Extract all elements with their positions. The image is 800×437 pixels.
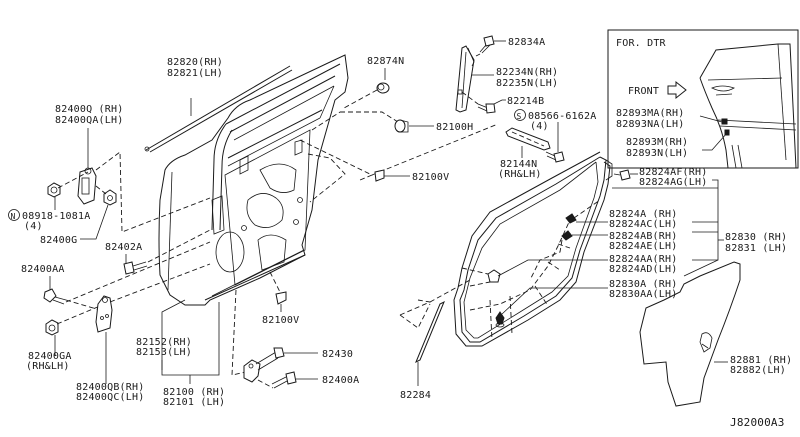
inset-part-2-marker bbox=[724, 129, 730, 136]
label-82144n: 82144N bbox=[500, 159, 537, 170]
screw-82834a-part bbox=[479, 35, 495, 54]
bolt-82400aa-part bbox=[43, 288, 67, 305]
label-82400a: 82400A bbox=[322, 375, 359, 386]
label-82400qc: 82400QC(LH) bbox=[76, 392, 144, 403]
inset-part-2-lh: 82893N(LH) bbox=[626, 148, 688, 159]
trim-82144n-part bbox=[505, 127, 551, 151]
front-arrow-icon bbox=[667, 80, 687, 100]
plug-82100v-mid-part bbox=[374, 169, 385, 182]
inset-part-2-rh: 82893M(RH) bbox=[626, 137, 688, 148]
nut-08918-part bbox=[47, 182, 61, 198]
label-82100: 82100 (RH) bbox=[163, 387, 225, 398]
label-82152: 82152(RH) bbox=[136, 337, 192, 348]
label-82824a: 82824A (RH) bbox=[609, 209, 677, 220]
bolt-82402a-part bbox=[123, 261, 148, 275]
clip-82824ab-part bbox=[561, 230, 573, 241]
weatherstrip-82830-part bbox=[453, 151, 613, 347]
label-82881: 82881 (RH) bbox=[730, 355, 792, 366]
inset-title: FOR. DTR bbox=[616, 38, 667, 49]
label-82402a: 82402A bbox=[105, 242, 142, 253]
rear-door-panel-drawing bbox=[158, 54, 349, 306]
label-82882: 82882(LH) bbox=[730, 365, 786, 376]
label-82400ga-side: (RH&LH) bbox=[26, 361, 70, 372]
label-82824aa: 82824AA(RH) bbox=[609, 254, 677, 265]
label-82400qb: 82400QB(RH) bbox=[76, 382, 144, 393]
label-08566-6162a: 08566-6162A bbox=[528, 111, 596, 122]
n-symbol-icon bbox=[8, 209, 20, 221]
label-82100v-mid: 82100V bbox=[412, 172, 449, 183]
lower-hinge-part bbox=[95, 295, 113, 333]
clip-82824a-part bbox=[565, 213, 577, 224]
label-82874n: 82874N bbox=[367, 56, 404, 67]
label-82400g: 82400G bbox=[40, 235, 77, 246]
label-82824af: 82824AF(RH) bbox=[639, 167, 707, 178]
inset-part-1-marker bbox=[721, 118, 728, 125]
label-82144n-side: (RH&LH) bbox=[498, 169, 542, 180]
inset-part-1-lh: 82893NA(LH) bbox=[616, 119, 684, 130]
grommet-82874n-part bbox=[376, 82, 390, 94]
label-82821: 82821(LH) bbox=[167, 68, 223, 79]
label-82834a: 82834A bbox=[508, 37, 545, 48]
upper-hinge-part bbox=[77, 167, 97, 205]
inset-frame bbox=[607, 29, 799, 169]
label-82830a: 82830A (RH) bbox=[609, 279, 677, 290]
label-82824ae: 82824AE(LH) bbox=[609, 241, 677, 252]
plug-82100h-part bbox=[394, 119, 409, 133]
s-symbol-icon bbox=[514, 109, 526, 121]
label-08918-qty: (4) bbox=[24, 221, 43, 232]
door-check-link-part bbox=[243, 347, 285, 383]
label-82824ab: 82824AB(RH) bbox=[609, 231, 677, 242]
label-82284: 82284 bbox=[400, 390, 431, 401]
label-82101: 82101 (LH) bbox=[163, 397, 225, 408]
label-82831: 82831 (LH) bbox=[725, 243, 787, 254]
n-symbol-letter: N bbox=[11, 212, 16, 221]
sealing-screen-82881-part bbox=[639, 261, 741, 407]
label-82830: 82830 (RH) bbox=[725, 232, 787, 243]
strip-82284-part bbox=[415, 300, 445, 364]
inset-front-label: FRONT bbox=[628, 86, 659, 97]
inset-part-1-rh: 82893MA(RH) bbox=[616, 108, 684, 119]
label-82235n: 82235N(LH) bbox=[496, 78, 558, 89]
label-08566-qty: (4) bbox=[530, 121, 549, 132]
label-82824ac: 82824AC(LH) bbox=[609, 219, 677, 230]
label-82830aa: 82830AA(LH) bbox=[609, 289, 677, 300]
sash-82234n-part bbox=[455, 45, 475, 113]
label-08918-1081a: 08918-1081A bbox=[22, 211, 90, 222]
clip-82824af-part bbox=[613, 169, 631, 181]
belt-molding-82820 bbox=[144, 65, 293, 153]
inset-car-body-drawing bbox=[699, 43, 797, 169]
diagram-code: J82000A3 bbox=[730, 416, 785, 429]
label-82820: 82820(RH) bbox=[167, 57, 223, 68]
label-82824ad: 82824AD(LH) bbox=[609, 264, 677, 275]
label-82400q: 82400Q (RH) bbox=[55, 104, 123, 115]
bolt-82400g-part bbox=[103, 189, 117, 206]
label-82100h: 82100H bbox=[436, 122, 473, 133]
inset-for-dtr: FOR. DTR FRONT 82893MA(RH) 82893NA(LH) 8… bbox=[607, 29, 799, 169]
label-82400aa: 82400AA bbox=[21, 264, 65, 275]
clip-82824aa-part bbox=[487, 269, 501, 283]
screw-82214b-part bbox=[477, 103, 496, 114]
screw-08566-part bbox=[545, 151, 565, 163]
label-82430: 82430 bbox=[322, 349, 353, 360]
label-82100v-lower: 82100V bbox=[262, 315, 299, 326]
nut-82400ga-part bbox=[45, 319, 59, 336]
bolt-82400a-part bbox=[271, 371, 297, 389]
label-82400qa: 82400QA(LH) bbox=[55, 115, 123, 126]
label-82824ag: 82824AG(LH) bbox=[639, 177, 707, 188]
label-82400ga: 82400GA bbox=[28, 351, 72, 362]
s-symbol-letter: S bbox=[517, 112, 522, 121]
label-82234n: 82234N(RH) bbox=[496, 67, 558, 78]
plug-82100v-lower-part bbox=[275, 291, 287, 305]
label-82214b: 82214B bbox=[507, 96, 544, 107]
clip-82830a-part bbox=[495, 311, 505, 328]
label-82153: 82153(LH) bbox=[136, 347, 192, 358]
